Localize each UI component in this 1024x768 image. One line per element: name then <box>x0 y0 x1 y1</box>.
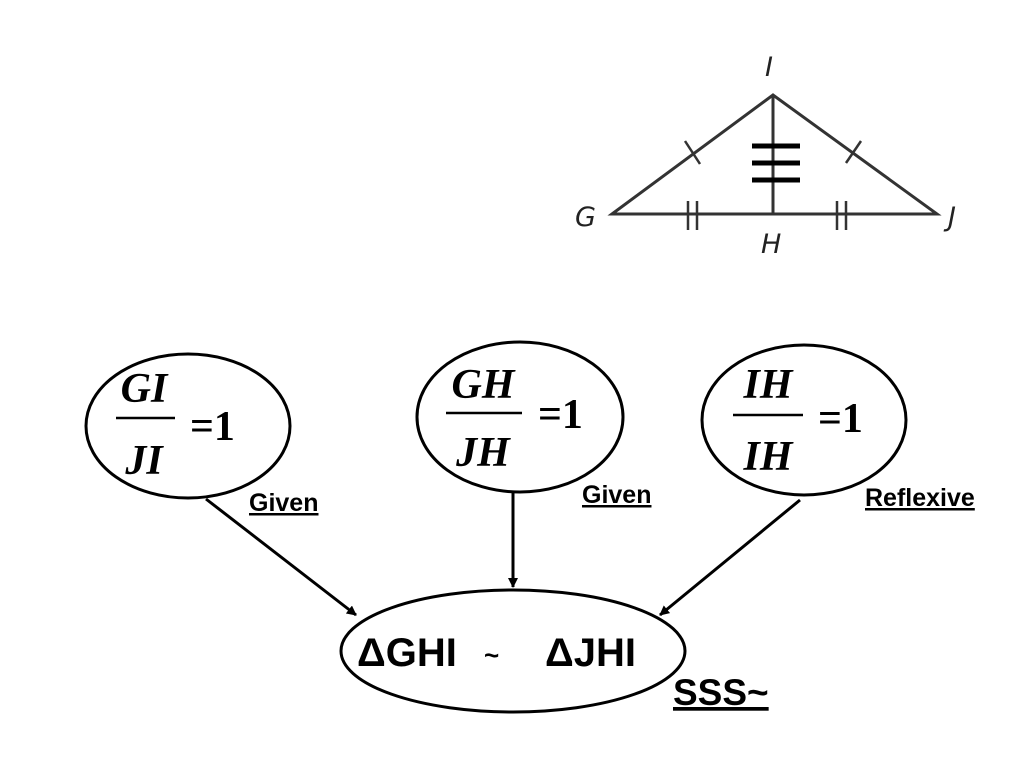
conclusion-triangle-right: ΔJHI <box>545 631 636 675</box>
tick-ji <box>844 140 863 164</box>
conclusion-node: ΔGHI ~ ΔJHI SSS~ <box>339 588 769 714</box>
fraction-numerator: IH <box>742 362 793 408</box>
tick-gi <box>683 140 702 165</box>
statement-bubble <box>700 343 908 497</box>
vertex-label-i: I <box>765 52 773 83</box>
vertex-label-j: J <box>943 202 956 233</box>
reason-label: Given <box>582 481 651 509</box>
arrow-statement-3-to-conclusion <box>659 498 801 617</box>
reason-label: Reflexive <box>865 484 975 512</box>
conclusion-bubble <box>339 588 687 714</box>
vertex-label-h: H <box>761 229 781 260</box>
equals-one: =1 <box>538 392 583 438</box>
vertex-label-g: G <box>575 202 596 233</box>
conclusion-reason-label: SSS~ <box>673 672 769 713</box>
triangle-figure: I G H J <box>575 52 956 260</box>
statement-node-1: GI JI =1 Given <box>84 352 318 517</box>
equals-one: =1 <box>818 396 863 442</box>
similarity-symbol: ~ <box>484 640 499 670</box>
statement-node-3: IH IH =1 Reflexive <box>700 343 975 512</box>
fraction-numerator: GI <box>121 366 169 412</box>
arrow-statement-1-to-conclusion <box>205 497 357 617</box>
statement-bubble <box>84 352 292 500</box>
fraction-numerator: GH <box>452 362 516 408</box>
fraction-denominator: IH <box>742 434 793 480</box>
conclusion-triangle-left: ΔGHI <box>357 631 457 675</box>
reason-label: Given <box>249 489 318 517</box>
statement-node-2: GH JH =1 Given <box>415 340 651 509</box>
statement-bubble <box>415 340 625 494</box>
fraction-denominator: JI <box>124 438 164 484</box>
equals-one: =1 <box>190 404 235 450</box>
fraction-denominator: JH <box>455 430 511 476</box>
